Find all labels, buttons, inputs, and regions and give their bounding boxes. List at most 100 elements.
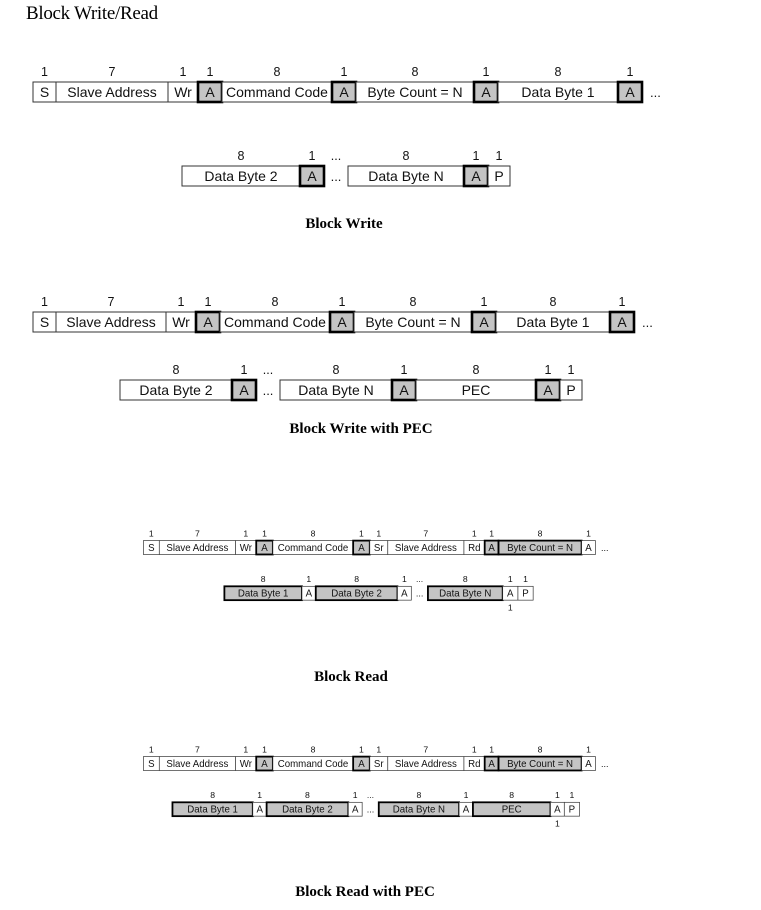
bit-count-label: 8: [410, 295, 417, 309]
field-label-a: A: [256, 805, 263, 816]
field-label-a: A: [306, 589, 313, 600]
field-label-byte-count-n: Byte Count = N: [507, 543, 573, 554]
bit-count-label: 1: [483, 65, 490, 79]
field-label-a: A: [399, 382, 409, 398]
field-label-a: A: [307, 168, 317, 184]
bit-count-label: 8: [261, 574, 266, 584]
field-label-a: A: [203, 314, 213, 330]
continuation-ellipsis: ...: [263, 383, 274, 398]
bit-count-label: 7: [109, 65, 116, 79]
bit-count-label: 8: [173, 363, 180, 377]
bit-count-label: 8: [538, 528, 543, 538]
field-label-s: S: [40, 314, 49, 330]
field-label-slave-address: Slave Address: [395, 543, 457, 554]
field-label-s: S: [148, 759, 155, 770]
field-label-s: S: [40, 84, 49, 100]
bit-count-label: 1: [262, 528, 267, 538]
bit-count-label: 8: [311, 528, 316, 538]
field-label-wr: Wr: [240, 759, 253, 770]
field-box-p: [563, 801, 580, 817]
bit-count-label: 1: [545, 363, 552, 377]
continuation-ellipsis: ...: [416, 589, 424, 599]
field-label-a: A: [339, 84, 349, 100]
field-label-command-code: Command Code: [226, 84, 328, 100]
field-label-data-byte-1: Data Byte 1: [516, 314, 589, 330]
bit-count-label: 8: [417, 790, 422, 800]
bit-count-label: 1: [586, 528, 591, 538]
bit-count-label: 1: [178, 295, 185, 309]
field-label-a: A: [352, 805, 359, 816]
bit-count-label: 8: [210, 790, 215, 800]
field-label-a: A: [488, 543, 495, 554]
bit-count-label: 1: [627, 65, 634, 79]
field-label-byte-count-n: Byte Count = N: [507, 759, 573, 770]
trailing-ellipsis: ...: [601, 759, 609, 769]
bit-count-label: 1: [241, 363, 248, 377]
bit-count-label: 7: [195, 744, 200, 754]
bit-count-label: 8: [305, 790, 310, 800]
bit-count-label: 7: [423, 528, 428, 538]
bit-count-label: 1: [359, 744, 364, 754]
bit-count-label: 1: [496, 149, 503, 163]
field-label-data-byte-2: Data Byte 2: [282, 805, 333, 816]
field-label-a: A: [507, 589, 514, 600]
bit-count-label: 1: [489, 528, 494, 538]
caption-block-read-pec: Block Read with PEC: [295, 884, 435, 900]
bit-count-label: 8: [403, 149, 410, 163]
bit-count-label: 7: [108, 295, 115, 309]
field-label-data-byte-1: Data Byte 1: [521, 84, 594, 100]
bit-count-label: 1: [472, 528, 477, 538]
field-label-data-byte-n: Data Byte N: [368, 168, 443, 184]
bit-count-label: 8: [238, 149, 245, 163]
field-label-command-code: Command Code: [278, 543, 349, 554]
field-label-data-byte-1: Data Byte 1: [187, 805, 238, 816]
bit-count-label: 1: [586, 744, 591, 754]
bit-count-label: 1: [376, 528, 381, 538]
bit-count-label: 8: [412, 65, 419, 79]
caption-block-write: Block Write: [305, 216, 383, 232]
bit-count-label: 1: [262, 744, 267, 754]
bit-count-label: ...: [416, 574, 423, 584]
bit-count-label: 8: [272, 295, 279, 309]
bit-count-label: 1: [508, 574, 513, 584]
bit-count-label: 1: [243, 744, 248, 754]
bit-count-label: ...: [367, 790, 374, 800]
field-label-a: A: [488, 759, 495, 770]
field-label-wr: Wr: [172, 314, 190, 330]
field-label-command-code: Command Code: [278, 759, 349, 770]
field-box-a: [581, 540, 596, 555]
field-box-p: [487, 165, 511, 187]
bit-count-label: 1: [619, 295, 626, 309]
field-label-a: A: [479, 314, 489, 330]
field-label-sr: Sr: [374, 543, 384, 554]
field-label-a: A: [585, 759, 592, 770]
bit-count-label: 8: [509, 790, 514, 800]
bit-count-label: 8: [354, 574, 359, 584]
trailing-ellipsis: ...: [601, 543, 609, 553]
field-box-a: [230, 378, 258, 402]
bit-count-label: 8: [333, 363, 340, 377]
bit-count-label: 8: [311, 744, 316, 754]
field-label-slave-address: Slave Address: [66, 314, 156, 330]
bit-count-label: 1: [555, 790, 560, 800]
field-label-a: A: [585, 543, 592, 554]
bit-count-label: 1: [257, 790, 262, 800]
field-label-command-code: Command Code: [224, 314, 326, 330]
field-label-pec: PEC: [502, 805, 522, 816]
field-label-byte-count-n: Byte Count = N: [367, 84, 462, 100]
field-label-slave-address: Slave Address: [166, 543, 228, 554]
bit-count-label: 1: [339, 295, 346, 309]
bit-count-label: 1: [359, 528, 364, 538]
bit-count-label: 1: [570, 790, 575, 800]
bit-count-label: 1: [207, 65, 214, 79]
bit-count-below-label: 1: [508, 603, 513, 613]
bit-count-label: ...: [263, 363, 273, 377]
field-label-data-byte-2: Data Byte 2: [331, 589, 382, 600]
bit-count-label: 1: [341, 65, 348, 79]
field-label-rd: Rd: [468, 543, 480, 554]
